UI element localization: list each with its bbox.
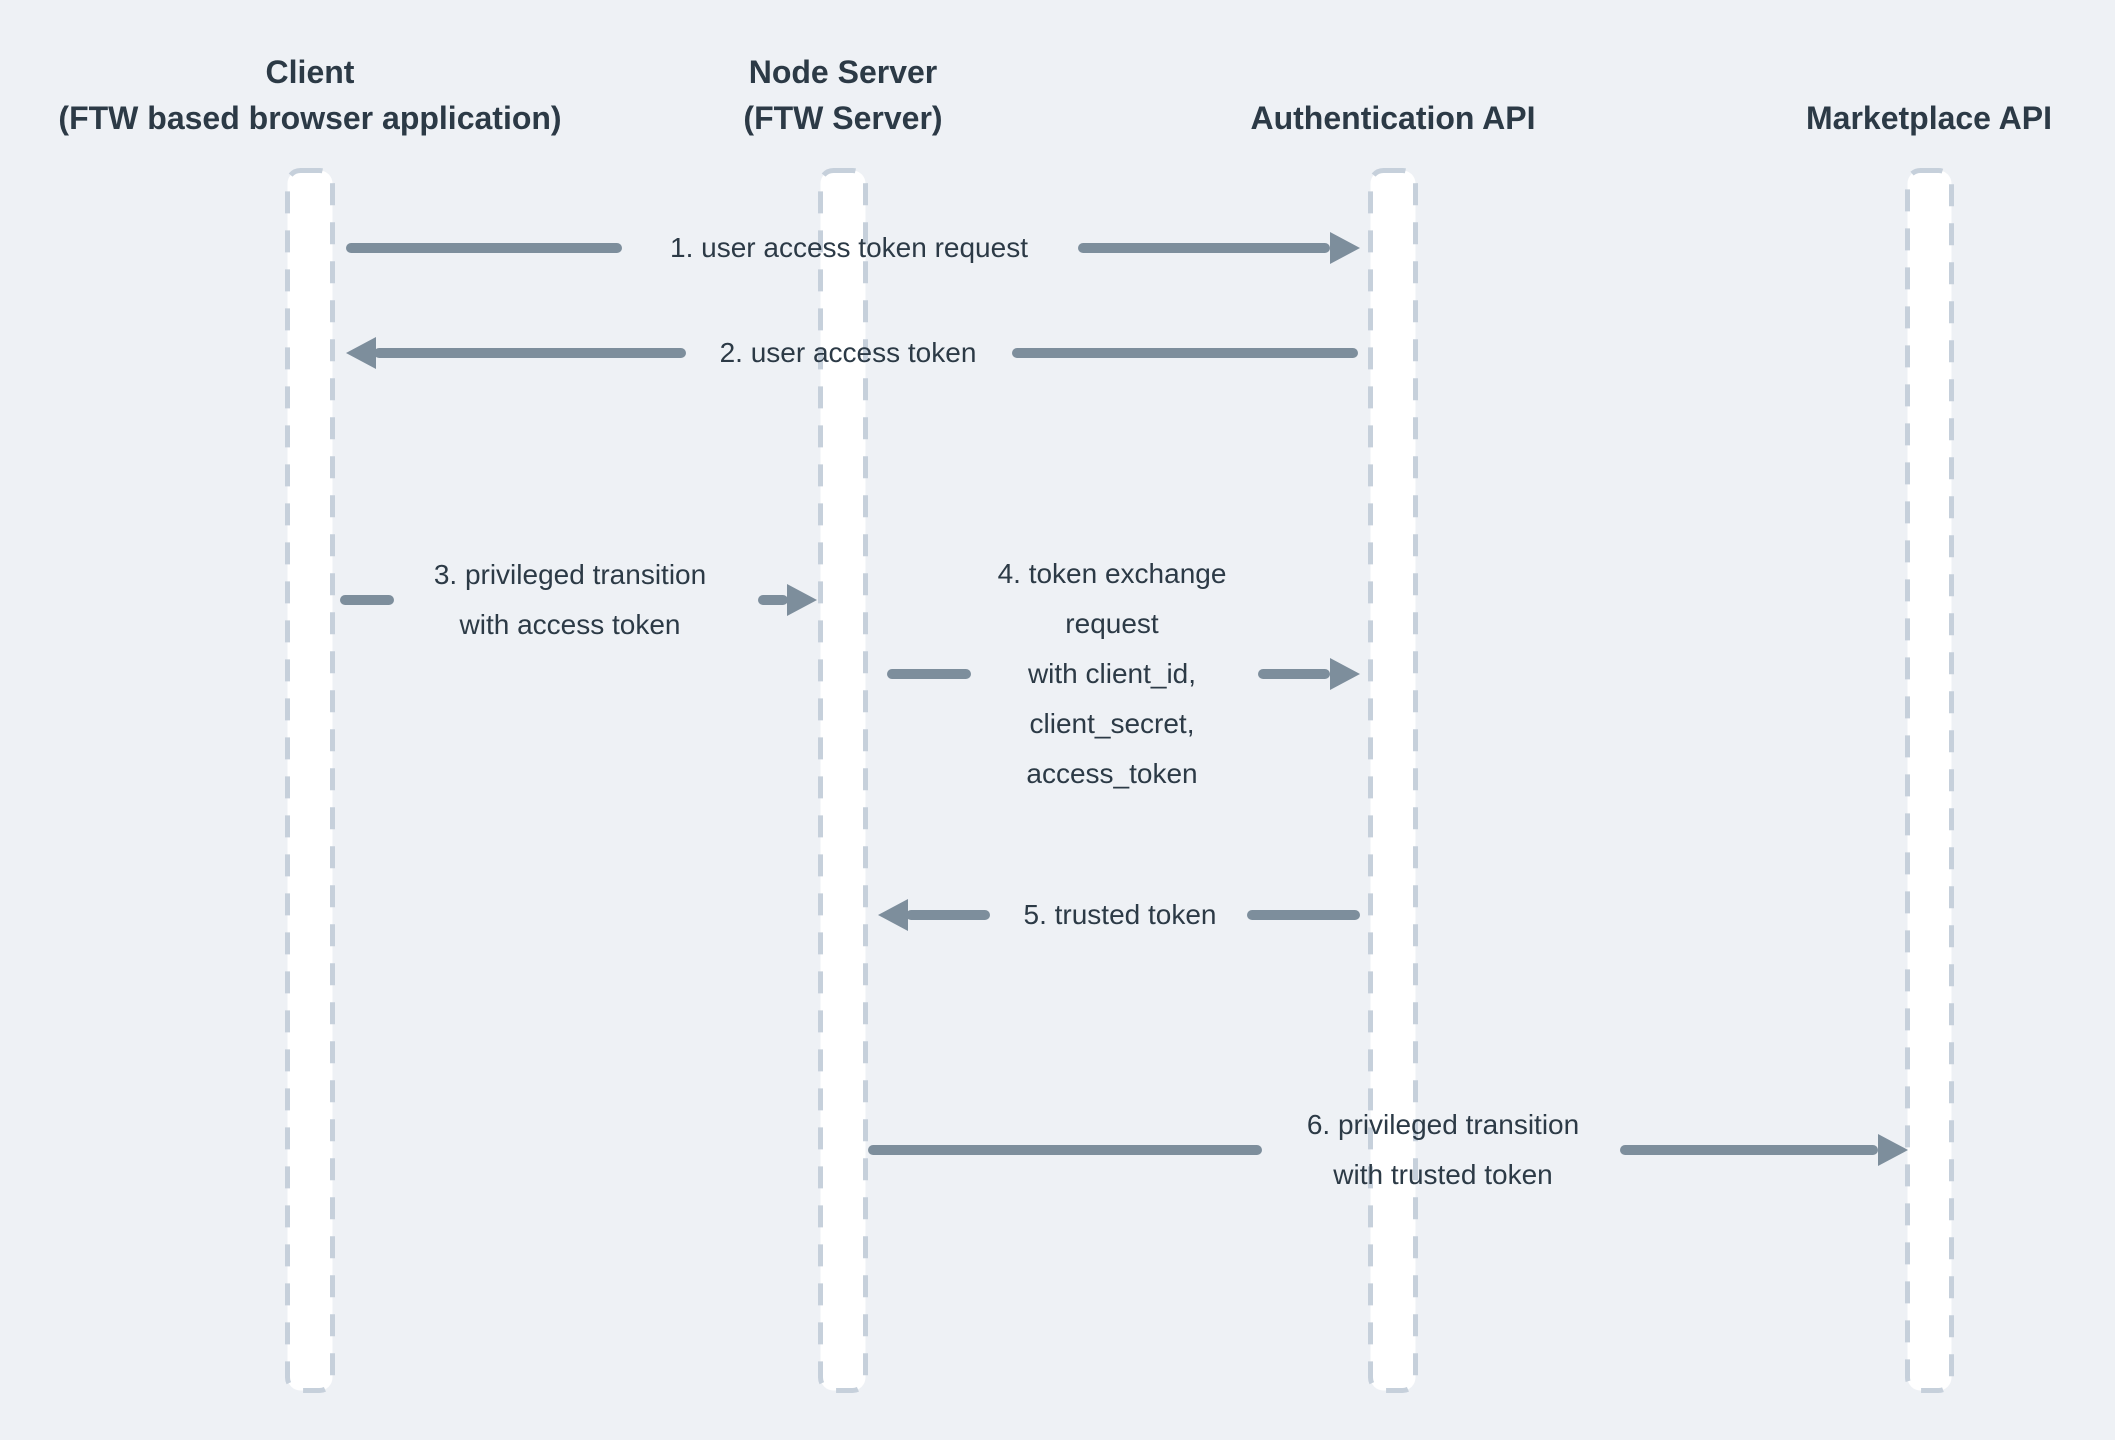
message-label-msg-3: 3. privileged transition with access toke… [434,550,706,650]
message-line-msg-3 [758,595,788,605]
message-label-msg-5: 5. trusted token [1023,890,1216,940]
message-label-line: with trusted token [1333,1159,1553,1190]
message-label-line: 2. user access token [719,337,977,368]
message-label-msg-6: 6. privileged transition with trusted tok… [1307,1100,1579,1200]
arrowhead-right-icon [1330,658,1360,690]
lifeline-node-server [818,168,868,1393]
message-line-msg-1 [346,243,622,253]
lifeline-auth-api [1368,168,1418,1393]
message-label-line: request [1065,608,1159,639]
participant-label-client: Client (FTW based browser application) [58,49,561,141]
message-label-line: 6. privileged transition [1306,1109,1580,1140]
participant-label-line: Node Server [748,54,938,90]
message-line-msg-1 [1078,243,1330,253]
message-line-msg-2 [1012,348,1358,358]
participant-label-line: Authentication API [1250,100,1536,136]
participant-label-marketplace-api: Marketplace API [1806,95,2052,141]
message-line-msg-6 [1620,1145,1878,1155]
message-line-msg-3 [340,595,394,605]
message-label-line: with access token [459,609,681,640]
message-label-line: client_secret, [1029,708,1195,739]
arrowhead-left-icon [346,337,376,369]
lifeline-marketplace-api [1905,168,1954,1393]
message-label-msg-2: 2. user access token [720,328,977,378]
message-line-msg-4 [1258,669,1330,679]
participant-label-line: Client [265,54,355,90]
message-label-line: 1. user access token request [670,232,1028,263]
message-label-line: with client_id, [1027,658,1197,689]
participant-label-line: Marketplace API [1805,100,2053,136]
message-label-line: 4. token exchange [997,558,1227,589]
message-label-msg-4: 4. token exchange request with client_id,c… [998,549,1227,799]
participant-label-node-server: Node Server (FTW Server) [743,49,942,141]
message-label-line: 5. trusted token [1023,899,1217,930]
message-line-msg-5 [1247,910,1360,920]
participant-label-line: (FTW Server) [743,100,943,136]
participant-label-line: (FTW based browser application) [58,100,562,136]
arrowhead-right-icon [787,584,817,616]
message-line-msg-5 [906,910,990,920]
arrowhead-right-icon [1330,232,1360,264]
message-line-msg-4 [887,669,971,679]
arrowhead-left-icon [878,899,908,931]
message-label-msg-1: 1. user access token request [670,223,1028,273]
message-line-msg-2 [374,348,686,358]
lifeline-client [285,168,335,1393]
message-line-msg-6 [868,1145,1262,1155]
participant-label-auth-api: Authentication API [1250,95,1535,141]
arrowhead-right-icon [1878,1134,1908,1166]
message-label-line: access_token [1026,758,1198,789]
message-label-line: 3. privileged transition [433,559,707,590]
